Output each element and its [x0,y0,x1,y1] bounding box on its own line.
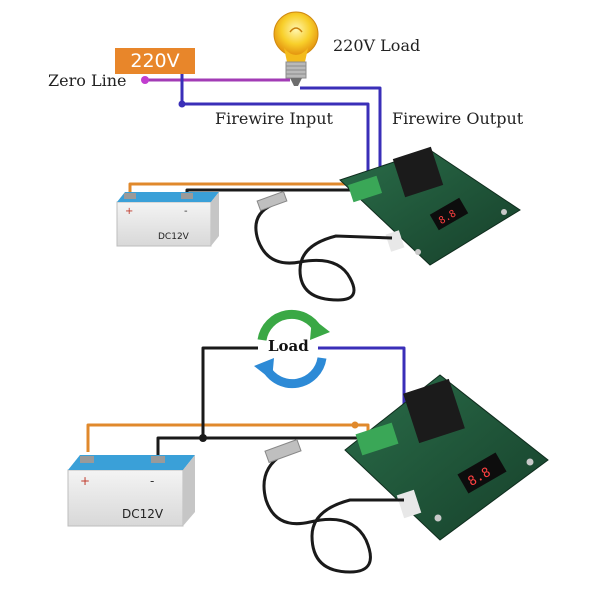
junction-dot [199,434,207,442]
bottom-wires [86,346,406,460]
firewire-input-wire [180,74,370,185]
bottom-battery-label: DC12V [122,507,164,521]
light-bulb-icon [273,11,319,86]
bottom-blue-wire [318,346,406,425]
junction-dot-orange [351,421,359,429]
top-battery-icon: + - [116,192,219,247]
svg-text:-: - [150,474,154,488]
load-220v-label: 220V Load [333,36,421,55]
load-label: Load [268,337,309,355]
bottom-battery-icon: + - [67,455,195,527]
zero-line-dot [141,76,149,84]
bottom-thermostat-board: 8.8 [344,374,549,541]
firewire-output-wire [300,86,382,185]
load-cycle-icon [254,309,330,389]
supply-220v-label: 220V [115,48,195,74]
bottom-diagram: + - 8.8 [67,309,549,574]
bottom-black-load-wire [201,346,258,438]
bottom-black-wire [156,436,375,460]
top-battery-label: DC12V [158,232,189,242]
svg-text:+: + [125,206,133,217]
svg-text:+: + [80,474,90,488]
bottom-temperature-probe [262,438,404,574]
firewire-input-label: Firewire Input [215,109,333,128]
input-dot [178,100,186,108]
bottom-orange-wire [86,423,370,452]
top-temperature-probe [254,190,393,302]
top-diagram: + - 8.8 [116,11,521,302]
firewire-output-label: Firewire Output [392,109,524,128]
zero-line-label: Zero Line [48,71,127,90]
svg-text:-: - [184,206,188,217]
top-thermostat-board: 8.8 [339,146,521,266]
